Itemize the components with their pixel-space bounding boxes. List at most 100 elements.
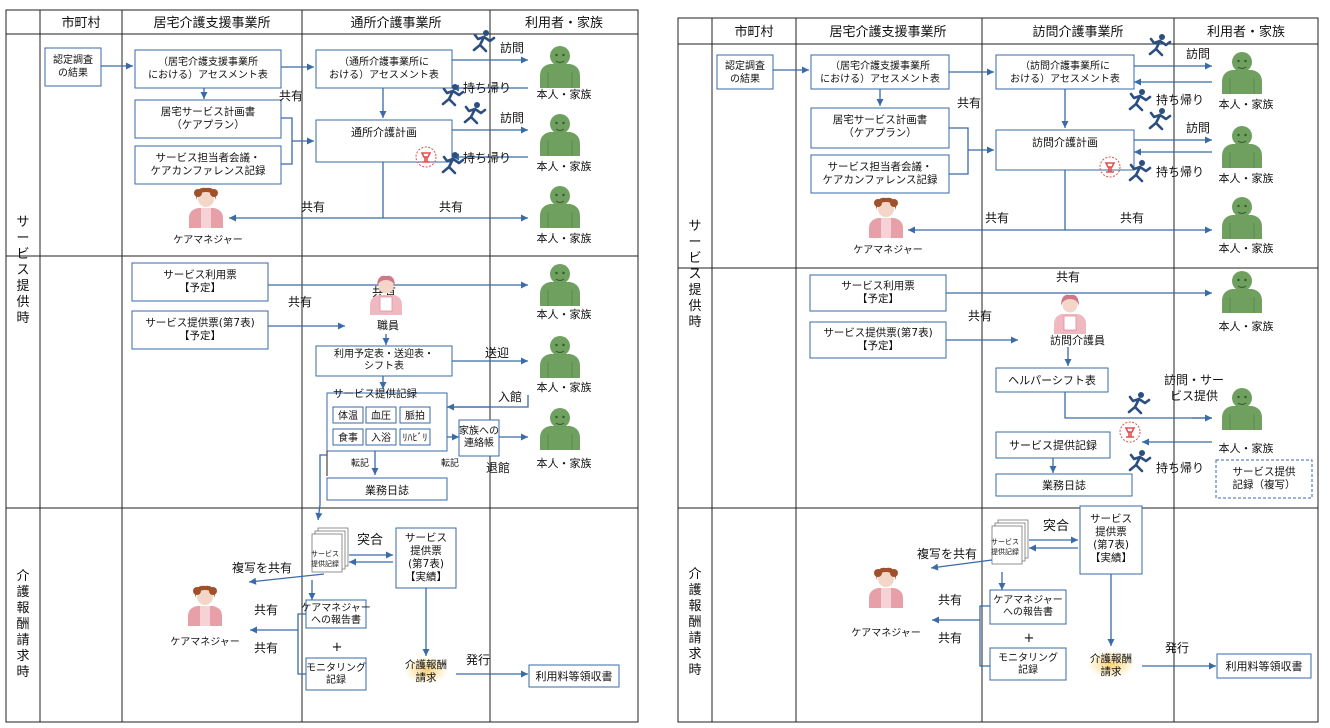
care-manager-icon <box>869 197 903 238</box>
contact-book-box <box>458 419 500 457</box>
care-plan-text-line: （ケアプラン） <box>171 119 245 131</box>
monitoring-text-line: 記録 <box>326 673 346 686</box>
arrowhead <box>382 338 390 345</box>
billing-text-line: 請求 <box>416 671 437 684</box>
report-text-line: ケアマネジャー <box>301 602 371 614</box>
arrowhead <box>521 670 528 678</box>
record-title: サービス提供記録 <box>333 387 417 400</box>
arrowhead <box>521 214 528 222</box>
record-item: 体温 <box>338 410 358 422</box>
report-text-line: への報告書 <box>311 613 361 626</box>
svg-text:供: 供 <box>688 299 701 314</box>
header-user: 利用者・家族 <box>1207 24 1285 40</box>
svg-text:ス: ス <box>688 267 701 282</box>
svg-text:報: 報 <box>16 601 29 616</box>
panel-frame <box>5 9 639 723</box>
record-item: 入浴 <box>371 432 391 444</box>
visit-service-text-line: 訪問・サー <box>1164 372 1224 387</box>
svg-text:時: 時 <box>688 315 701 330</box>
take-back-label-1: 持ち帰り <box>463 80 511 95</box>
share-label-bottom2: 共有 <box>254 641 278 655</box>
conference-box <box>810 154 950 194</box>
billing-text-line: 介護報酬 <box>1090 652 1132 665</box>
share-label-mid: 共有 <box>1056 270 1080 284</box>
care-manager-label: ケアマネジャー <box>853 244 923 256</box>
svg-text:酬: 酬 <box>688 615 701 630</box>
share-label-mid2: 共有 <box>968 309 992 323</box>
helper-shift-text: ヘルパーシフト表 <box>1008 373 1096 387</box>
daily-log-box <box>995 473 1133 497</box>
arrowhead <box>931 563 939 571</box>
record-box <box>995 431 1111 459</box>
service-plan-text: 通所介護計画 <box>351 125 417 139</box>
take-back-label-2: 持ち帰り <box>1156 164 1204 179</box>
arrowhead <box>126 62 133 70</box>
kyotaku-assessment-text-line: （居宅介護支援事業所 <box>158 55 258 68</box>
report-box <box>989 589 1067 625</box>
exit-label: 退館 <box>486 460 510 475</box>
arrowhead <box>1134 148 1141 156</box>
svg-text:請: 請 <box>688 631 701 646</box>
visit-label-2: 訪問 <box>500 110 524 125</box>
header-service: 訪問介護事業所 <box>1032 24 1123 40</box>
match-label: 突合 <box>1043 518 1069 534</box>
arrowhead <box>998 583 1006 590</box>
receipt-text: 利用料等領収書 <box>1226 659 1303 673</box>
header-user: 利用者・家族 <box>525 15 603 31</box>
arrowhead <box>1205 414 1212 422</box>
plus-label: + <box>1024 631 1035 646</box>
provision-ticket-text-line: サービス提供票(第7表) <box>823 326 932 339</box>
care-manager-label: ケアマネジャー <box>851 627 921 639</box>
report-text-line: への報告書 <box>1003 605 1053 618</box>
arrowhead <box>521 433 528 441</box>
service-assessment-text-line: おける）アセスメント表 <box>1010 72 1120 85</box>
arrowhead <box>386 551 393 559</box>
service-plan-text: 訪問介護計画 <box>1032 135 1098 149</box>
care-manager-label: ケアマネジャー <box>170 636 240 648</box>
user-family-label: 本人・家族 <box>537 456 592 470</box>
share-label: 共有 <box>1120 211 1144 225</box>
arrowhead <box>315 512 323 520</box>
arrowhead <box>521 56 528 64</box>
issue-label: 発行 <box>466 653 490 667</box>
user-family-icon <box>539 335 581 379</box>
user-family-label: 本人・家族 <box>537 307 592 321</box>
issue-label: 発行 <box>1165 641 1189 655</box>
city-result-text-line: の結果 <box>730 72 760 85</box>
connector <box>281 117 293 165</box>
share-label: 共有 <box>301 200 325 214</box>
arrowhead <box>249 577 257 585</box>
billing-text-line: 介護報酬 <box>405 658 447 671</box>
header-kyotaku: 居宅介護支援事業所 <box>829 24 946 40</box>
arrowhead <box>379 382 387 389</box>
svg-text:ー: ー <box>688 235 701 250</box>
document-stack-text-line: 提供記録 <box>311 559 339 568</box>
svg-text:求: 求 <box>16 649 29 664</box>
contact-book-text-line: 連絡帳 <box>464 436 494 449</box>
provision-result-text-line: サービス <box>405 532 447 544</box>
running-person-icon <box>472 28 496 53</box>
flow-arrow <box>248 573 325 583</box>
share-label-bottom2: 共有 <box>938 631 962 645</box>
report-box <box>305 599 367 629</box>
running-person-icon <box>1127 390 1151 415</box>
user-family-icon <box>539 263 581 307</box>
visit-label-1: 訪問 <box>500 40 524 55</box>
kyotaku-assessment-box <box>134 49 282 89</box>
helper-shift-box <box>995 367 1109 393</box>
provision-result-box <box>395 527 457 589</box>
arrowhead <box>250 626 257 634</box>
monitoring-text-line: モニタリング <box>998 651 1058 664</box>
user-family-icon <box>1221 51 1263 95</box>
user-family-label: 本人・家族 <box>1219 97 1274 111</box>
take-back-label-2: 持ち帰り <box>463 150 511 165</box>
kyotaku-assessment-box <box>810 54 950 90</box>
conference-text-line: サービス担当者会議・ <box>156 151 261 164</box>
connector <box>1064 392 1212 419</box>
arrowhead <box>1061 121 1069 128</box>
arrowhead <box>1205 289 1212 297</box>
care-manager-icon <box>869 567 903 608</box>
record-copy-text-line: サービス提供 <box>1233 465 1296 478</box>
receipt-box <box>528 664 620 688</box>
